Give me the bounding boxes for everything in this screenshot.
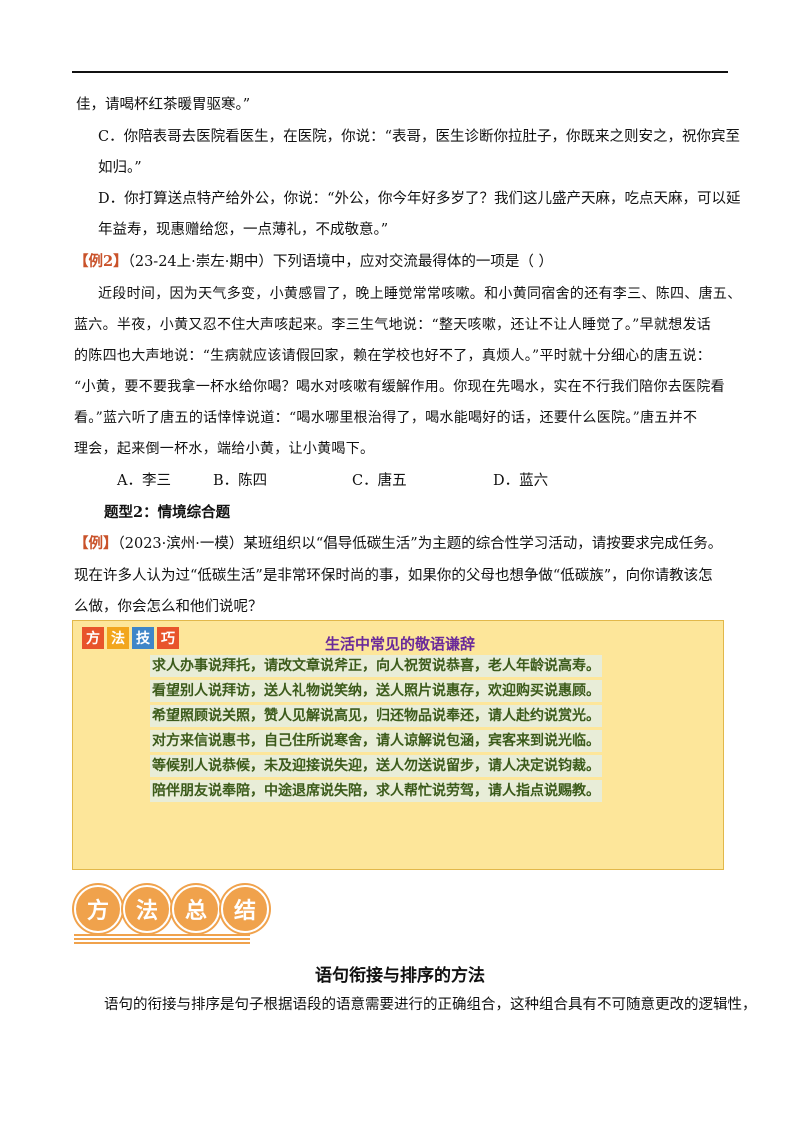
- example2-tag: 【例2】: [74, 253, 128, 270]
- tips-line: 看望别人说拜访，送人礼物说笑纳，送人照片说惠存，欢迎购买说惠顾。: [150, 680, 602, 702]
- choice-c: C．唐五: [352, 473, 407, 489]
- example2-heading: 【例2】（23-24上·崇左·期中）下列语境中，应对交流最得体的一项是（ ）: [74, 252, 553, 272]
- tips-line: 希望照顾说关照，赞人见解说高见，归还物品说奉还，请人赴约说赏光。: [150, 705, 602, 727]
- option-d-line: D．你打算送点特产给外公，你说：“外公，你今年好多岁了？我们这儿盛产天麻，吃点天…: [98, 191, 741, 207]
- example-heading: 【例】（2023·滨州·一模）某班组织以“倡导低碳生活”为主题的综合性学习活动，…: [74, 534, 722, 554]
- option-text-line: 佳，请喝杯红茶暖胃驱寒。”: [76, 97, 251, 113]
- tips-title: 生活中常见的敬语谦辞: [324, 635, 475, 653]
- topic2-heading: 题型2：情境综合题: [104, 504, 231, 521]
- option-c-line-2: 如归。”: [98, 160, 142, 176]
- choice-b: B．陈四: [213, 473, 268, 489]
- passage-line: 的陈四也大声地说：“生病就应该请假回家，赖在学校也好不了，真烦人。”平时就十分细…: [74, 348, 712, 364]
- tips-badge: 技: [132, 627, 154, 649]
- example2-question: （23-24上·崇左·期中）下列语境中，应对交流最得体的一项是（ ）: [127, 254, 553, 270]
- tips-badge: 巧: [157, 627, 179, 649]
- example-line: 么做，你会怎么和他们说呢？: [74, 599, 263, 615]
- summary-circle: 法: [123, 885, 171, 933]
- tips-badge: 法: [107, 627, 129, 649]
- example-tag: 【例】: [74, 535, 118, 552]
- tips-line: 求人办事说拜托，请改文章说斧正，向人祝贺说恭喜，老人年龄说高寿。: [150, 655, 602, 677]
- option-c-line: C．你陪表哥去医院看医生，在医院，你说：“表哥，医生诊断你拉肚子，你既来之则安之…: [98, 129, 741, 145]
- tips-line: 等候别人说恭候，未及迎接说失迎，送人勿送说留步，请人决定说钧裁。: [150, 755, 602, 777]
- tips-line: 陪伴朋友说奉陪，中途退席说失陪，求人帮忙说劳驾，请人指点说赐教。: [150, 780, 602, 802]
- tips-line: 对方来信说惠书，自己住所说寒舍，请人谅解说包涵，宾客来到说光临。: [150, 730, 602, 752]
- section-title: 语句衔接与排序的方法: [315, 966, 485, 986]
- summary-intro: 语句的衔接与排序是句子根据语段的语意需要进行的正确组合，这种组合具有不可随意更改…: [104, 997, 757, 1013]
- summary-circle: 总: [172, 885, 220, 933]
- choice-d: D．蓝六: [493, 473, 549, 489]
- summary-stripes: [74, 934, 250, 946]
- passage-line: 看。”蓝六听了唐五的话悻悻说道：“喝水哪里根治得了，喝水能喝好的话，还要什么医院…: [74, 410, 698, 426]
- example-line: （2023·滨州·一模）某班组织以“倡导低碳生活”为主题的综合性学习活动，请按要…: [117, 536, 723, 552]
- choice-a: A．李三: [117, 473, 171, 489]
- summary-banner: 方 法 总 结: [74, 885, 270, 933]
- summary-circle: 方: [74, 885, 122, 933]
- option-d-line-2: 年益寿，现惠赠给您，一点薄礼，不成敬意。”: [98, 222, 389, 238]
- example-line: 现在许多人认为过“低碳生活”是非常环保时尚的事，如果你的父母也想争做“低碳族”，…: [74, 568, 713, 584]
- passage-line: “小黄，要不要我拿一杯水给你喝？喝水对咳嗽有缓解作用。你现在先喝水，实在不行我们…: [74, 379, 725, 395]
- passage-line: 近段时间，因为天气多变，小黄感冒了，晚上睡觉常常咳嗽。和小黄同宿舍的还有李三、陈…: [98, 286, 742, 302]
- tips-badges: 方 法 技 巧: [82, 627, 179, 649]
- tips-badge: 方: [82, 627, 104, 649]
- header-rule: [72, 71, 728, 73]
- summary-circle: 结: [221, 885, 269, 933]
- passage-line: 理会，起来倒一杯水，端给小黄，让小黄喝下。: [74, 441, 375, 457]
- passage-line: 蓝六。半夜，小黄又忍不住大声咳起来。李三生气地说：“整天咳嗽，还让不让人睡觉了。…: [74, 317, 712, 333]
